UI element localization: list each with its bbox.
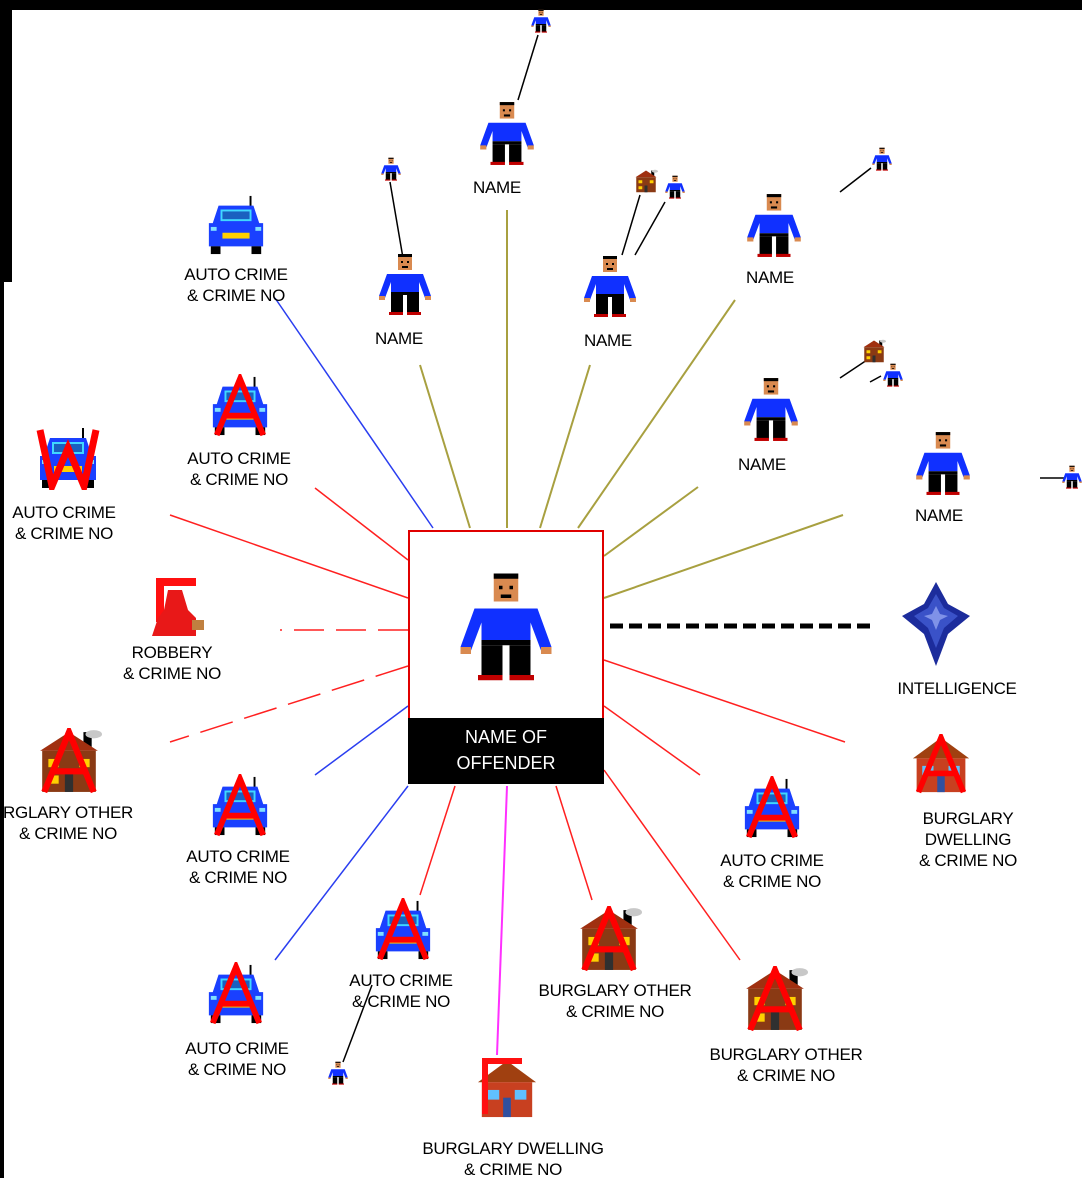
link-mid-person-to-house xyxy=(621,194,641,256)
window-frame-left xyxy=(0,0,12,282)
crime-label-burglary-dwelling-right: BURGLARY DWELLING & CRIME NO xyxy=(918,809,1018,870)
link-center-to-right-upper-person xyxy=(577,299,736,529)
person-icon[interactable] xyxy=(474,98,540,168)
link-left-person-to-associate xyxy=(389,181,404,259)
robbery-icon[interactable] xyxy=(142,574,208,640)
link-center-to-auto-a1 xyxy=(314,487,409,561)
crime-label-auto-bottom-mid: AUTO CRIME & CRIME NO xyxy=(349,971,453,1011)
house-icon[interactable] xyxy=(634,168,658,194)
intelligence-label: INTELLIGENCE xyxy=(897,679,1017,698)
link-center-to-auto-bottom-mid xyxy=(419,785,456,896)
crime-label-robbery: ROBBERY & CRIME NO xyxy=(122,643,222,683)
window-frame-top xyxy=(0,0,1082,10)
person-links xyxy=(419,210,844,599)
link-right-mid-to-associate xyxy=(869,375,882,383)
person-label-right-upper: NAME xyxy=(746,268,794,287)
link-center-to-auto-bottom-left xyxy=(274,785,409,961)
house-icon[interactable] xyxy=(36,728,102,794)
link-top-person-to-associate xyxy=(517,34,539,101)
link-center-to-auto-right xyxy=(603,705,701,776)
person-icon[interactable] xyxy=(881,362,905,388)
person-label-right-mid: NAME xyxy=(738,455,786,474)
crime-label-auto-bottom-left: AUTO CRIME & CRIME NO xyxy=(185,1039,289,1079)
link-center-to-mid-person xyxy=(539,364,591,529)
car-icon[interactable] xyxy=(741,776,803,840)
car-icon[interactable] xyxy=(205,194,267,256)
offender-name-caption: NAME OF OFFENDER xyxy=(408,718,604,784)
crime-label-burglary-other-left: RGLARY OTHER & CRIME NO xyxy=(3,803,133,843)
crime-label-auto-right: AUTO CRIME & CRIME NO xyxy=(720,851,824,891)
link-center-to-auto-top xyxy=(274,297,434,529)
house-icon[interactable] xyxy=(862,338,886,364)
link-center-to-right-mid-person xyxy=(603,486,699,557)
person-label-top: NAME xyxy=(473,178,521,197)
person-icon[interactable] xyxy=(373,250,437,318)
car-icon[interactable] xyxy=(205,962,267,1026)
house-icon[interactable] xyxy=(742,966,808,1032)
person-icon xyxy=(450,562,562,690)
person-icon[interactable] xyxy=(738,374,804,444)
car-icon[interactable] xyxy=(36,426,100,490)
crime-label-burglary-other-mid: BURGLARY OTHER & CRIME NO xyxy=(538,981,692,1021)
person-icon[interactable] xyxy=(741,190,807,260)
link-right-mid-to-house xyxy=(839,359,868,379)
crime-label-auto-top: AUTO CRIME & CRIME NO xyxy=(184,265,288,305)
person-label-right-lower: NAME xyxy=(915,506,963,525)
person-icon[interactable] xyxy=(326,1060,350,1086)
person-icon[interactable] xyxy=(529,8,553,34)
window-frame-left-lower xyxy=(0,282,4,1178)
link-center-to-burglary-other-mid xyxy=(555,785,593,901)
person-icon[interactable] xyxy=(1060,464,1082,490)
link-center-to-right-lower-person xyxy=(603,514,844,599)
house-icon[interactable] xyxy=(476,1056,538,1120)
link-mid-person-to-associate xyxy=(634,201,666,256)
person-icon[interactable] xyxy=(578,252,642,320)
link-center-to-auto-left-low xyxy=(314,705,409,776)
person-icon[interactable] xyxy=(663,174,687,200)
link-center-to-left-person xyxy=(419,364,471,529)
car-icon[interactable] xyxy=(209,374,271,438)
link-center-to-burglary-dwelling-bottom xyxy=(496,785,508,1056)
crime-label-auto-w: AUTO CRIME & CRIME NO xyxy=(12,503,116,543)
person-label-left: NAME xyxy=(375,329,423,348)
link-center-to-burglary-dwelling-right xyxy=(603,659,846,743)
car-icon[interactable] xyxy=(372,898,434,962)
crime-label-auto-a1: AUTO CRIME & CRIME NO xyxy=(187,449,291,489)
crime-label-auto-left-low: AUTO CRIME & CRIME NO xyxy=(186,847,290,887)
intelligence-diamond-icon[interactable] xyxy=(900,580,972,670)
house-icon[interactable] xyxy=(910,734,972,794)
person-label-mid: NAME xyxy=(584,331,632,350)
link-center-to-burglary-other-right xyxy=(603,769,741,961)
link-auto-bottom-mid-to-associate xyxy=(342,984,373,1063)
person-icon[interactable] xyxy=(870,146,894,172)
link-center-to-burglary-other-left xyxy=(169,665,409,743)
crime-label-burglary-other-right: BURGLARY OTHER & CRIME NO xyxy=(709,1045,863,1085)
link-center-to-auto-w xyxy=(169,514,409,599)
house-icon[interactable] xyxy=(576,906,642,972)
car-icon[interactable] xyxy=(209,774,271,838)
person-icon[interactable] xyxy=(379,156,403,182)
crime-label-burglary-dwelling-bottom: BURGLARY DWELLING & CRIME NO xyxy=(422,1139,604,1179)
person-icon[interactable] xyxy=(910,428,976,498)
link-right-upper-to-associate xyxy=(839,167,872,193)
